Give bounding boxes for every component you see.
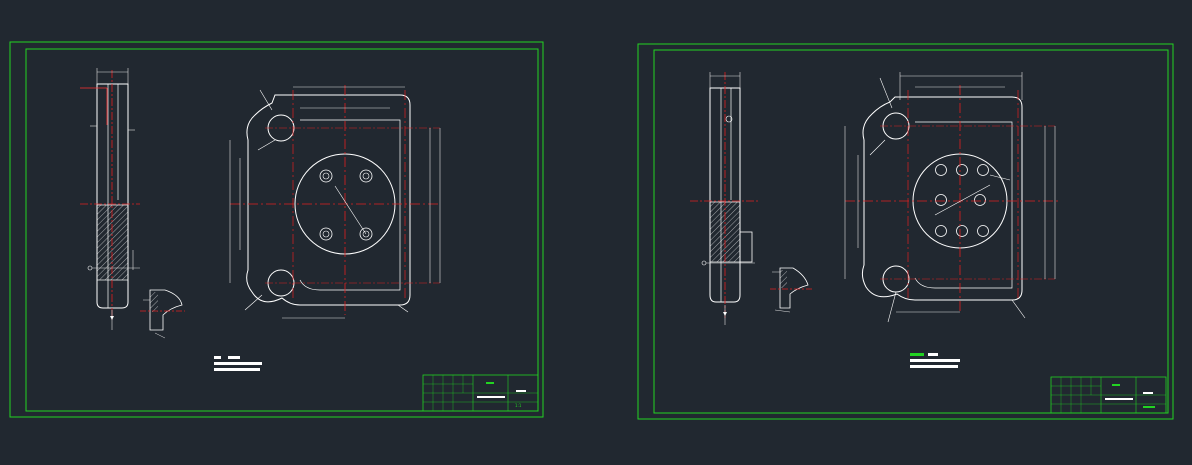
sheet-right-title-block xyxy=(1050,376,1167,414)
sheet-left-bolt-holes xyxy=(319,169,373,241)
sheet-right-detail-view xyxy=(770,267,812,313)
sheet-left-front-view xyxy=(229,85,441,319)
sheet-left-detail-view xyxy=(140,289,185,339)
sheet-left-scale-label: 1:1 xyxy=(515,403,522,408)
sheet-right-notes xyxy=(910,353,960,368)
sheet-right-front-view xyxy=(844,72,1058,323)
sheet-right-bolt-holes xyxy=(935,164,989,237)
sheet-left-title-block: 1:1 xyxy=(422,374,539,412)
sheet-left[interactable]: 1:1 xyxy=(9,41,544,418)
sheet-right-side-view xyxy=(690,72,760,325)
sheet-left-side-view xyxy=(80,68,140,330)
sheet-left-outer-border xyxy=(9,41,544,418)
sheet-left-inner-border xyxy=(25,48,539,412)
sheet-left-notes xyxy=(214,356,262,371)
sheet-right-inner-border xyxy=(653,49,1169,414)
sheet-right-outer-border xyxy=(637,43,1174,420)
sheet-right[interactable] xyxy=(637,43,1174,420)
